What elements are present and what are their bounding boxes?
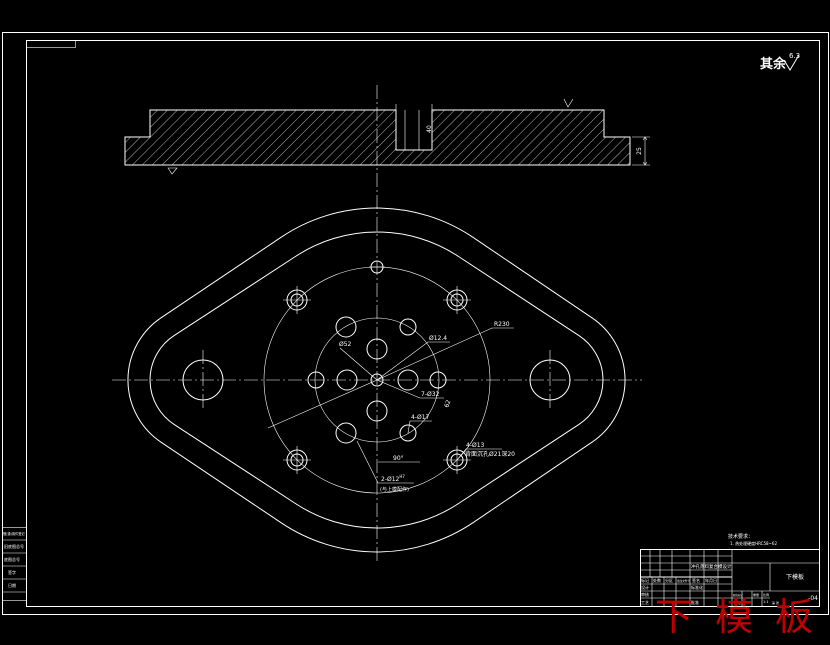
hole-group-4-d17: 4-Ø17 bbox=[411, 414, 430, 421]
label-review: 审核 bbox=[641, 591, 649, 597]
section-slot-lines bbox=[395, 104, 433, 150]
dimension-leaders: R230 Ø12.4 Ø52 7-Ø32 4-Ø17 62 4-Ø13 背面沉孔… bbox=[267, 321, 515, 493]
label-design: 设计 bbox=[641, 584, 649, 590]
hole-side-left bbox=[182, 359, 224, 401]
corner-note-roughness: 6.3 bbox=[789, 52, 800, 60]
outer-border bbox=[2, 32, 829, 615]
label-standardization: 标准化 bbox=[691, 584, 703, 590]
slot-depth-dim: 40 bbox=[426, 125, 433, 133]
dowel-holes: 2-Ø12 bbox=[381, 476, 400, 483]
label-scale: 比例 bbox=[763, 592, 769, 597]
left-strip-label: 底图总号 bbox=[4, 556, 20, 562]
plan-view: R230 Ø12.4 Ø52 7-Ø32 4-Ø17 62 4-Ø13 背面沉孔… bbox=[127, 207, 626, 553]
scale-value: 1:1 bbox=[763, 600, 769, 604]
dim-62: 62 bbox=[443, 399, 452, 409]
left-strip-label: 签字 bbox=[8, 569, 16, 575]
roughness-mark-bottom-icon bbox=[167, 167, 178, 175]
leader-lines bbox=[267, 327, 514, 484]
left-strip-label: 借(通)用件登记 bbox=[3, 531, 25, 536]
plate-inner-contour bbox=[149, 231, 604, 529]
counterbore-note: 背面沉孔Ø21深20 bbox=[465, 450, 515, 458]
project-title: 冲孔落料复合模设计 bbox=[691, 563, 732, 570]
section-view: 40 25 bbox=[124, 98, 650, 175]
title-block-grid bbox=[640, 549, 820, 607]
part-name: 下模板 bbox=[786, 573, 804, 581]
header-change-doc: 更改文件号 bbox=[677, 579, 690, 583]
thickness-dim: 25 bbox=[636, 147, 643, 155]
tech-requirements: 技术要求： 1. 热处理硬度HRC58~62 bbox=[728, 533, 777, 546]
header-count: 处数 bbox=[653, 577, 661, 583]
corner-roughness-note: 其余 6.3 bbox=[760, 52, 800, 72]
title-block: 冲孔落料复合模设计 标记 处数 分区 更改文件号 签名 年月日 设计 标准化 审… bbox=[640, 549, 820, 607]
left-strip-grid bbox=[2, 539, 27, 593]
dowel-holes-label: 2-Ø12H7 bbox=[381, 474, 405, 483]
roughness-symbol-icon bbox=[783, 54, 800, 71]
drawing-number-box bbox=[26, 40, 76, 48]
angle-dim: 90° bbox=[393, 455, 404, 462]
inner-hole bbox=[429, 371, 447, 389]
inner-holes bbox=[307, 316, 447, 444]
inner-hole bbox=[335, 316, 357, 338]
inner-hole bbox=[366, 400, 388, 422]
roughness-mark-top-icon bbox=[563, 98, 574, 108]
thickness-dim-lines bbox=[632, 136, 650, 166]
section-hatched-body bbox=[124, 109, 631, 166]
header-signature: 签名 bbox=[692, 577, 700, 583]
left-strip-label: 日期 bbox=[8, 582, 16, 588]
inner-hole bbox=[307, 371, 325, 389]
hole-group-7: 7-Ø32 bbox=[421, 391, 440, 398]
left-strip-label: 旧底图总号 bbox=[4, 543, 24, 549]
inner-hole bbox=[336, 369, 358, 391]
label-process: 工艺 bbox=[641, 600, 649, 605]
header-zone: 分区 bbox=[665, 577, 673, 583]
label-approve: 批准 bbox=[691, 599, 699, 605]
hole-group-4-d13: 4-Ø13 bbox=[466, 442, 485, 449]
sheets-total: 共 张 bbox=[734, 600, 741, 605]
tech-requirements-heading: 技术要求： bbox=[728, 533, 753, 540]
inner-hole bbox=[399, 318, 417, 336]
drawing-number: -04 bbox=[808, 595, 818, 602]
hole-dim-12-4: Ø12.4 bbox=[429, 335, 447, 342]
label-weight: 重量 bbox=[753, 592, 759, 597]
inner-hole bbox=[399, 424, 417, 442]
inner-frame bbox=[26, 40, 820, 607]
header-mark: 标记 bbox=[641, 577, 649, 583]
inner-hole bbox=[366, 338, 388, 360]
hole-side-right bbox=[529, 359, 571, 401]
plate-outer-contour bbox=[127, 207, 626, 553]
radius-dim: R230 bbox=[494, 321, 510, 328]
sheet-number: 第 张 bbox=[772, 600, 779, 605]
dowel-note: (与上模配作) bbox=[380, 486, 409, 493]
left-binding-strip: 借(通)用件登记 旧底图总号 底图总号 签字 日期 bbox=[2, 527, 27, 601]
title-block-frame bbox=[640, 549, 820, 607]
inner-hole bbox=[397, 369, 419, 391]
corner-note-label: 其余 bbox=[760, 56, 787, 72]
header-date: 年月日 bbox=[705, 577, 717, 583]
red-part-title: 下 模 板 bbox=[655, 595, 813, 639]
circle-dim-52: Ø52 bbox=[339, 341, 352, 348]
pitch-circle-inner bbox=[314, 317, 440, 443]
center-hole bbox=[370, 373, 384, 387]
left-strip-frame bbox=[2, 527, 27, 601]
label-stage-mark: 阶段标记 bbox=[733, 593, 743, 597]
inner-hole bbox=[335, 422, 357, 444]
dowel-fit: H7 bbox=[399, 474, 405, 479]
tech-requirement-item: 1. 热处理硬度HRC58~62 bbox=[730, 540, 777, 546]
